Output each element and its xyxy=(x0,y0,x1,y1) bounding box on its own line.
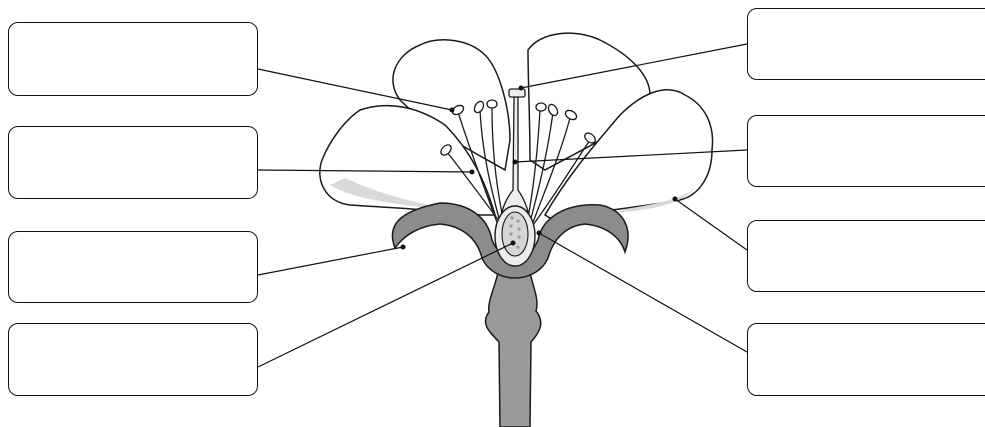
pointer-dot-ovary xyxy=(537,231,542,236)
pointer-dot-anther xyxy=(450,108,455,113)
leader-line-r3 xyxy=(675,199,747,250)
label-box-text xyxy=(748,221,985,233)
label-box-text xyxy=(9,232,257,244)
label-box-right-4[interactable] xyxy=(747,323,985,396)
leader-line-l3 xyxy=(258,247,403,275)
label-box-left-2[interactable] xyxy=(8,126,258,199)
label-box-text xyxy=(748,9,985,21)
ovule xyxy=(509,232,512,235)
ovule xyxy=(516,245,519,248)
label-box-left-4[interactable] xyxy=(8,323,258,396)
label-box-text xyxy=(9,23,257,35)
label-box-text xyxy=(9,324,257,336)
ovule xyxy=(516,219,519,222)
anther xyxy=(487,100,497,108)
label-box-right-2[interactable] xyxy=(747,115,985,187)
pointer-dot-stigma xyxy=(519,86,524,91)
label-box-left-1[interactable] xyxy=(8,22,258,96)
leader-line-l4 xyxy=(258,243,513,367)
pointer-dot-filament xyxy=(470,170,475,175)
label-box-text xyxy=(748,116,985,128)
pointer-dot-sepal xyxy=(401,245,406,250)
ovule xyxy=(510,216,513,219)
pointer-dot-style xyxy=(513,160,518,165)
pointer-dot-ovule xyxy=(511,241,516,246)
label-box-text xyxy=(9,127,257,139)
ovule xyxy=(517,227,520,230)
ovule xyxy=(509,224,512,227)
pointer-dot-petal xyxy=(673,197,678,202)
ovary xyxy=(502,212,528,256)
ovule xyxy=(517,235,520,238)
stigma xyxy=(509,89,525,97)
label-box-right-3[interactable] xyxy=(747,220,985,292)
label-box-text xyxy=(748,324,985,336)
stem xyxy=(486,262,541,427)
anther xyxy=(536,103,546,111)
label-box-right-1[interactable] xyxy=(747,8,985,80)
label-box-left-3[interactable] xyxy=(8,231,258,303)
leader-line-r4 xyxy=(539,233,747,352)
